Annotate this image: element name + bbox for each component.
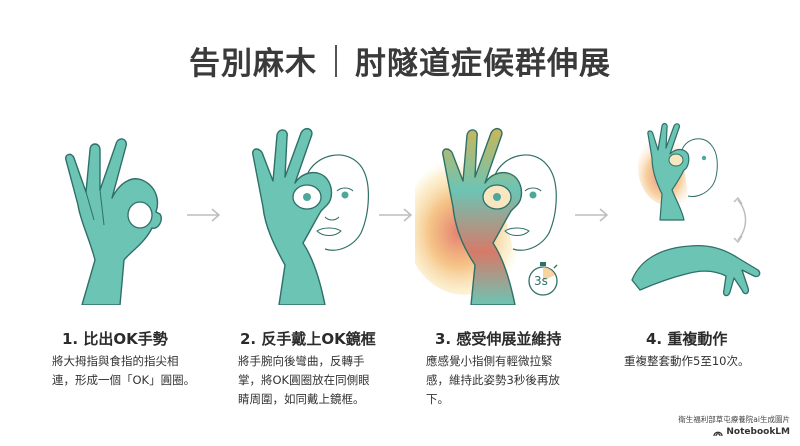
stretch-heat-illustration [415,127,558,305]
title-left: 告別麻木 [189,46,317,82]
step-3-heading: 3. 感受伸展並維持 [435,330,562,348]
arrow-right-icon [379,208,413,222]
repeat-cycle-illustration [631,122,761,297]
step-4-heading: 4. 重複動作 [646,330,728,348]
page-title: 告別麻木 肘隧道症候群伸展 [0,38,800,83]
repeat-arrow-icon [737,199,747,241]
stopwatch-icon [528,262,558,296]
step-4-body: 重複整套動作5至10次。 [624,354,750,368]
step-2-heading: 2. 反手戴上OK鏡框 [240,330,376,348]
notebooklm-brand: NotebookLM [713,426,790,438]
credit: 衛生福利部草屯療養院ai生成圖片 NotebookLM [678,414,790,440]
step-3-body: 應感覺小指側有輕微拉緊 感，維持此姿勢3秒後再放 下。 [426,354,560,406]
step-1-body: 將大拇指與食指的指尖相 連，形成一個「OK」圓圈。 [52,354,196,387]
hand-over-eye-illustration [252,127,370,305]
step-1-heading: 1. 比出OK手勢 [62,330,168,348]
title-divider [335,44,337,77]
arrow-right-icon [187,208,221,222]
credit-source: 衛生福利部草屯療養院ai生成圖片 [678,415,790,424]
timer-label: 3s [534,274,548,288]
step-2-body: 將手腕向後彎曲，反轉手 掌，將OK圓圈放在同側眼 睛周圍，如同戴上鏡框。 [238,354,370,406]
notebooklm-logo-icon [713,431,723,436]
arrow-right-icon [575,208,609,222]
ok-hand-illustration [64,138,162,305]
title-right: 肘隧道症候群伸展 [355,46,611,82]
